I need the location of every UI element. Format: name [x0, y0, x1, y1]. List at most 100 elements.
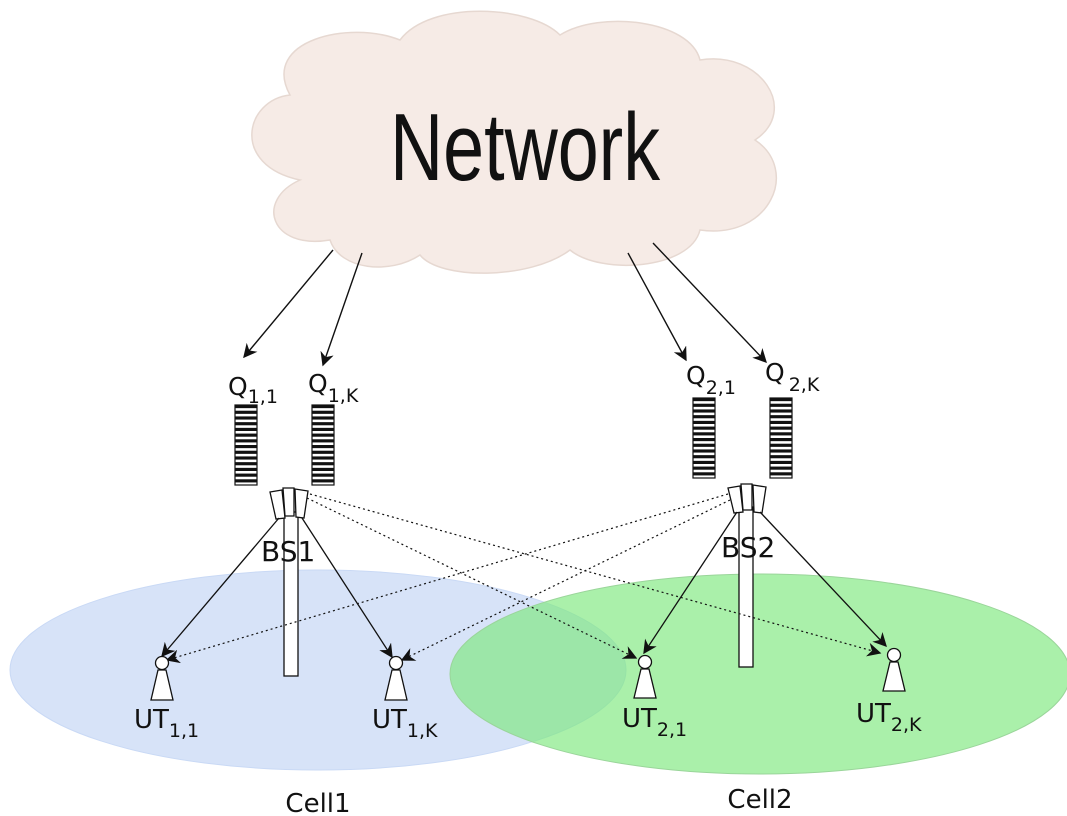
buffer-slot	[312, 473, 334, 477]
buffer-slot	[770, 432, 792, 436]
buffer-slot	[312, 410, 334, 414]
buffer-slot	[693, 398, 715, 402]
link-bs1-ut1k	[301, 517, 393, 659]
queue-q1k-label: Q1,K	[308, 369, 359, 407]
terminal-ut1k	[384, 655, 408, 701]
buffer-slot	[770, 403, 792, 407]
ut1k-sub: 1,K	[407, 720, 438, 742]
buffer-slot	[693, 438, 715, 442]
queue-q1k-sub: 1,K	[328, 385, 359, 407]
ut2k-head	[886, 647, 902, 663]
buffer-slot	[693, 409, 715, 413]
queue-q21-label: Q2,1	[686, 361, 736, 399]
base-station-bs2	[727, 483, 767, 668]
ut11-body	[150, 669, 174, 701]
buffer-slot	[312, 405, 334, 409]
ut11-sub: 1,1	[169, 720, 199, 742]
bs1-label: BS1	[261, 535, 315, 568]
ut11-main: UT	[134, 705, 169, 735]
queue-q1k-main: Q	[308, 369, 328, 398]
ut21-body	[633, 668, 657, 699]
buffer-slot	[235, 479, 257, 483]
ut2k-main: UT	[856, 699, 891, 729]
buffer-slot	[235, 416, 257, 420]
link-bs1-ut11	[161, 517, 280, 658]
buffer-slot	[693, 460, 715, 464]
bs1-antenna-middle	[282, 487, 295, 517]
terminal-ut11	[150, 655, 174, 701]
terminal-ut21	[633, 654, 657, 699]
queue-q2k-main: Q	[765, 358, 785, 387]
link-bs2-ut21	[643, 511, 738, 655]
buffer-slot	[235, 473, 257, 477]
buffer-slot	[235, 439, 257, 443]
cell2-area	[449, 573, 1067, 775]
buffer-slot	[770, 415, 792, 419]
buffer-slot	[693, 472, 715, 476]
buffer-slot	[312, 450, 334, 454]
buffer-slot	[312, 467, 334, 471]
buffer-slot	[312, 433, 334, 437]
bs2-antenna-middle	[740, 483, 753, 511]
buffer-slot	[235, 433, 257, 437]
buffer-slot	[770, 426, 792, 430]
bs1-antenna-right	[294, 488, 309, 519]
buffer-slot	[693, 443, 715, 447]
queue-q11-main: Q	[228, 372, 248, 401]
queue-buffer-q2k	[769, 397, 793, 479]
buffer-slot	[235, 445, 257, 449]
buffer-slot	[235, 456, 257, 460]
ut2k-label: UT2,K	[856, 699, 922, 736]
queue-buffer-q1k	[311, 404, 335, 486]
buffer-slot	[235, 427, 257, 431]
interference-bs1-ut21	[306, 497, 638, 659]
buffer-slot	[770, 438, 792, 442]
interference-bs1-ut2k	[309, 493, 882, 657]
ut1k-label: UT1,K	[372, 705, 438, 742]
network-cloud	[251, 10, 778, 274]
ut2k-sub: 2,K	[891, 714, 922, 736]
buffer-slot	[312, 422, 334, 426]
queue-q11-sub: 1,1	[248, 386, 278, 408]
queue-q21-main: Q	[686, 361, 706, 390]
ut21-sub: 2,1	[657, 719, 687, 741]
network-label: Network	[390, 94, 661, 201]
buffer-slot	[770, 398, 792, 402]
ut21-label: UT2,1	[622, 704, 687, 741]
buffer-slot	[235, 467, 257, 471]
arrow-network-to-q2k	[652, 242, 767, 364]
arrow-network-to-q11	[243, 249, 334, 359]
ut1k-body	[384, 669, 408, 701]
ut2k-body	[882, 661, 906, 692]
buffer-slot	[312, 416, 334, 420]
buffer-slot	[693, 403, 715, 407]
buffer-slot	[770, 420, 792, 424]
buffer-slot	[693, 466, 715, 470]
buffer-slot	[693, 432, 715, 436]
buffer-slot	[693, 455, 715, 459]
queue-buffer-q11	[234, 404, 258, 486]
ut21-head	[637, 654, 653, 670]
buffer-slot	[235, 410, 257, 414]
ut11-label: UT1,1	[134, 705, 199, 742]
arrow-network-to-q21	[627, 252, 687, 362]
bs1-antenna-left	[269, 489, 286, 520]
buffer-slot	[770, 409, 792, 413]
queue-q2k-sub: 2,K	[789, 374, 820, 396]
terminal-ut2k	[882, 647, 906, 692]
buffer-slot	[770, 455, 792, 459]
base-station-bs1	[269, 487, 309, 677]
buffer-slot	[312, 462, 334, 466]
ut21-main: UT	[622, 704, 657, 734]
queue-buffer-q21	[692, 397, 716, 479]
buffer-slot	[312, 445, 334, 449]
buffer-slot	[693, 449, 715, 453]
link-bs2-ut2k	[759, 511, 887, 648]
buffer-slot	[235, 405, 257, 409]
buffer-slot	[235, 450, 257, 454]
buffer-slot	[693, 415, 715, 419]
buffer-slot	[770, 443, 792, 447]
buffer-slot	[235, 422, 257, 426]
buffer-slot	[312, 439, 334, 443]
